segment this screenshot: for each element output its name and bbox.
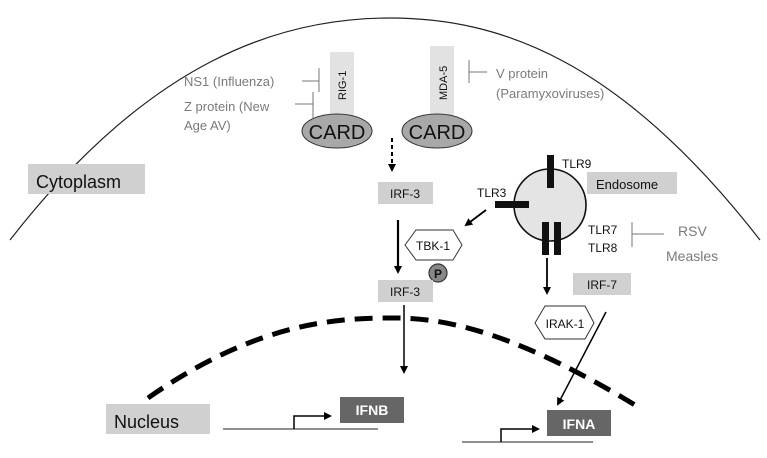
svg-text:NS1 (Influenza): NS1 (Influenza) xyxy=(184,74,274,89)
svg-text:V protein: V protein xyxy=(496,66,548,81)
svg-text:TBK-1: TBK-1 xyxy=(416,239,450,253)
svg-text:MDA-5: MDA-5 xyxy=(438,66,450,100)
z-protein-inhibitor: Z protein (New Age AV) xyxy=(184,92,314,133)
endosome-label: Endosome xyxy=(587,172,677,194)
ns1-inhibitor: NS1 (Influenza) xyxy=(184,68,320,92)
promoter-arrow xyxy=(293,412,332,429)
card-domain-left xyxy=(301,113,373,149)
svg-text:Endosome: Endosome xyxy=(596,177,658,192)
tlr8-label: TLR8 xyxy=(588,241,618,255)
svg-text:IRF-3: IRF-3 xyxy=(390,285,420,299)
irf3-top: IRF-3 xyxy=(378,182,433,204)
svg-text:IFNA: IFNA xyxy=(563,416,596,432)
svg-text:IRF-3: IRF-3 xyxy=(390,187,420,201)
svg-text:Nucleus: Nucleus xyxy=(114,412,179,432)
svg-text:Measles: Measles xyxy=(666,248,718,264)
svg-text:Age AV): Age AV) xyxy=(184,118,231,133)
irf7: IRF-7 xyxy=(573,273,631,295)
tlr7-bar xyxy=(542,222,549,255)
nuclear-envelope xyxy=(146,315,642,411)
mda5-receptor: MDA-5 CARD xyxy=(401,46,473,149)
svg-text:P: P xyxy=(434,267,442,281)
tlr3-bar xyxy=(495,201,529,208)
irf3-bottom: IRF-3 xyxy=(378,280,433,302)
card-domain-right xyxy=(401,113,473,149)
irf7-to-ifna-arrow xyxy=(557,311,607,406)
svg-text:CARD: CARD xyxy=(409,122,466,144)
endosome xyxy=(495,155,587,255)
cytoplasm-label: Cytoplasm xyxy=(28,164,145,194)
svg-text:CARD: CARD xyxy=(309,122,366,144)
svg-text:RIG-1: RIG-1 xyxy=(337,71,349,100)
rig1-receptor: RIG-1 CARD xyxy=(301,52,373,149)
svg-text:Cytoplasm: Cytoplasm xyxy=(36,172,121,192)
tlr9-bar xyxy=(547,155,554,188)
nucleus-label: Nucleus xyxy=(106,404,210,434)
ifnb-gene: IFNB xyxy=(223,397,404,430)
tlr8-bar xyxy=(554,222,561,255)
ifna-gene: IFNA xyxy=(462,410,611,443)
rsv-measles-inhibitor: RSV Measles xyxy=(631,222,718,264)
tlr7-label: TLR7 xyxy=(588,223,618,237)
svg-text:RSV: RSV xyxy=(678,223,707,239)
svg-text:IRAK-1: IRAK-1 xyxy=(546,317,585,331)
svg-text:Z protein (New: Z protein (New xyxy=(184,99,270,114)
svg-text:IFNB: IFNB xyxy=(356,402,389,418)
tbk1-kinase: TBK-1 xyxy=(404,229,463,261)
promoter-arrow xyxy=(500,425,540,442)
cell-membrane xyxy=(9,17,761,241)
tlr9-label: TLR9 xyxy=(562,157,592,171)
svg-text:(Paramyxoviruses): (Paramyxoviruses) xyxy=(496,86,604,101)
phospho-marker: P xyxy=(428,263,448,283)
tlr3-label: TLR3 xyxy=(477,186,507,200)
tlr3-to-tbk1-arrow xyxy=(464,209,487,227)
svg-text:IRF-7: IRF-7 xyxy=(587,278,617,292)
v-protein-inhibitor: V protein (Paramyxoviruses) xyxy=(468,60,604,101)
irak1-kinase: IRAK-1 xyxy=(534,305,595,340)
